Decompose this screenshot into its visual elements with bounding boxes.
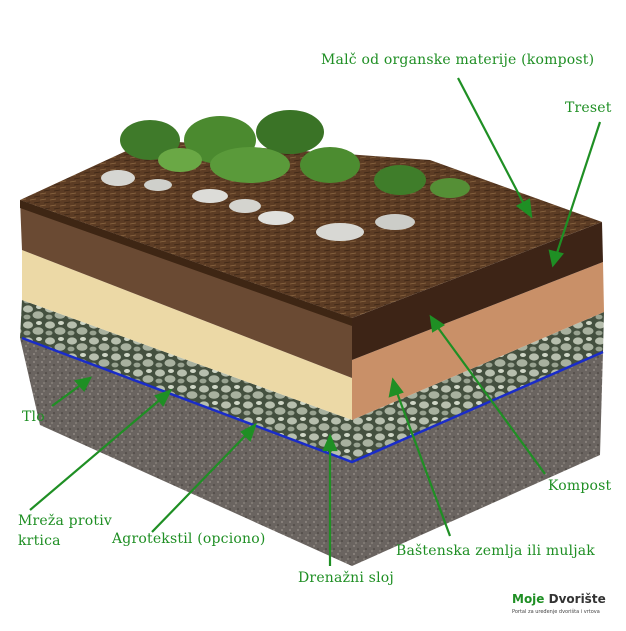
- label-drainage: Drenažni sloj: [298, 570, 394, 586]
- peat-right: [352, 222, 603, 360]
- compost-right: [352, 262, 604, 420]
- subsoil-front: [20, 338, 352, 566]
- label-compost: Kompost: [548, 478, 612, 494]
- drainage-layer-right: [352, 312, 604, 462]
- label-peat: Treset: [565, 100, 612, 116]
- logo-subtitle: Portal za uređenje dvorišta i vrtova: [512, 609, 600, 615]
- garden-soil-front: [22, 250, 352, 420]
- label-mulch: Malč od organske materije (kompost): [321, 52, 595, 68]
- label-subsoil: Tlo: [22, 409, 45, 425]
- logo: Moje Dvorište Portal za uređenje dvorišt…: [512, 592, 622, 624]
- label-garden-soil: Baštenska zemlja ili muljak: [396, 543, 595, 559]
- peat-front: [20, 200, 352, 378]
- label-agrotextile: Agrotekstil (opciono): [112, 531, 266, 547]
- logo-title-a: Moje: [512, 592, 545, 606]
- drainage-layer-front: [20, 300, 352, 462]
- subsoil-right: [352, 352, 603, 566]
- mulch-edge: [20, 200, 352, 326]
- logo-title-b: Dvorište: [548, 592, 606, 606]
- callout-arrows: [29, 77, 602, 566]
- logo-title: Moje Dvorište: [512, 592, 606, 606]
- label-mole-mesh: Mreža protiv krtica: [18, 513, 112, 549]
- mole-mesh-line: [21, 336, 604, 464]
- plants: [120, 110, 470, 198]
- stepping-stones: [101, 170, 415, 241]
